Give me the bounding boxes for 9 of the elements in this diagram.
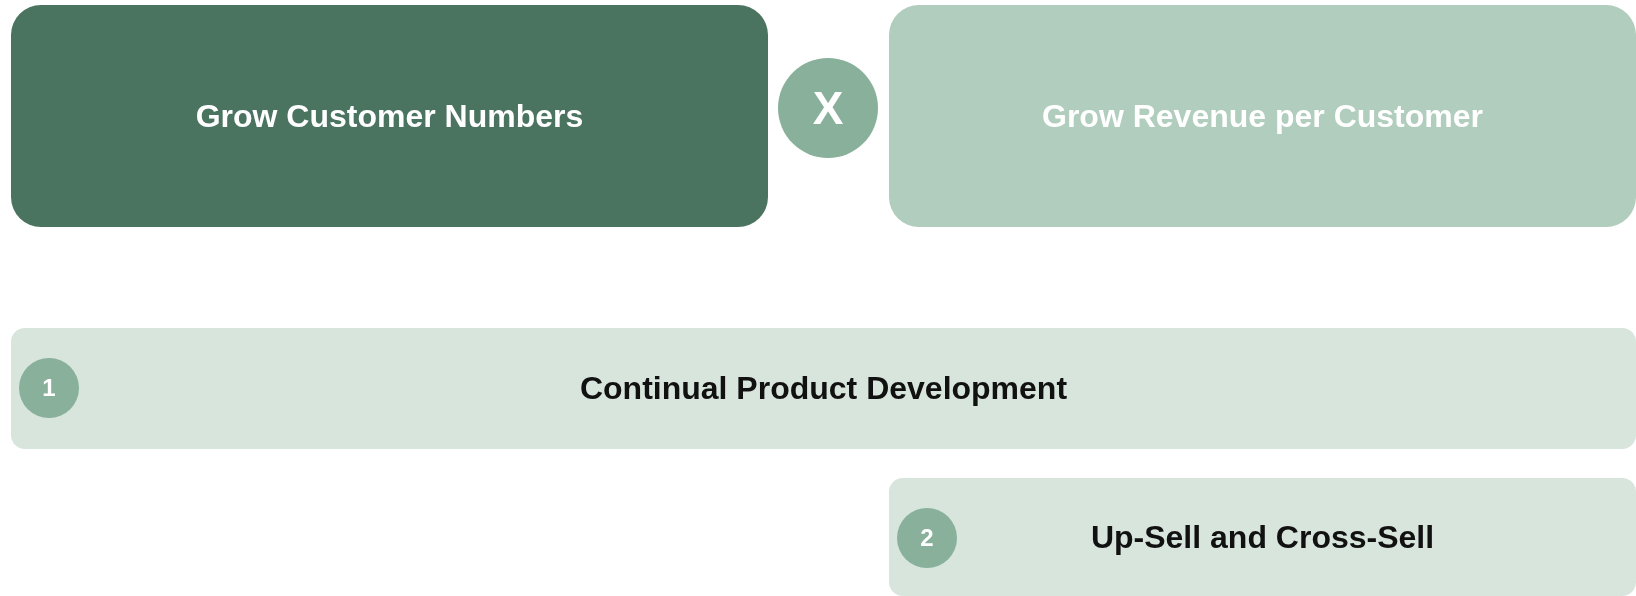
goal-box: Grow Revenue per Customer xyxy=(889,5,1636,227)
number-circle: 1 xyxy=(19,358,79,418)
band-title: Continual Product Development xyxy=(579,370,1068,407)
band-title: Up-Sell and Cross-Sell xyxy=(1090,518,1435,556)
strategy-band xyxy=(11,328,1636,449)
strategy-band xyxy=(889,478,1636,596)
goal-box: Grow Customer Numbers xyxy=(11,5,768,227)
number-circle: 2 xyxy=(897,508,957,568)
multiply-circle: X xyxy=(778,58,878,158)
